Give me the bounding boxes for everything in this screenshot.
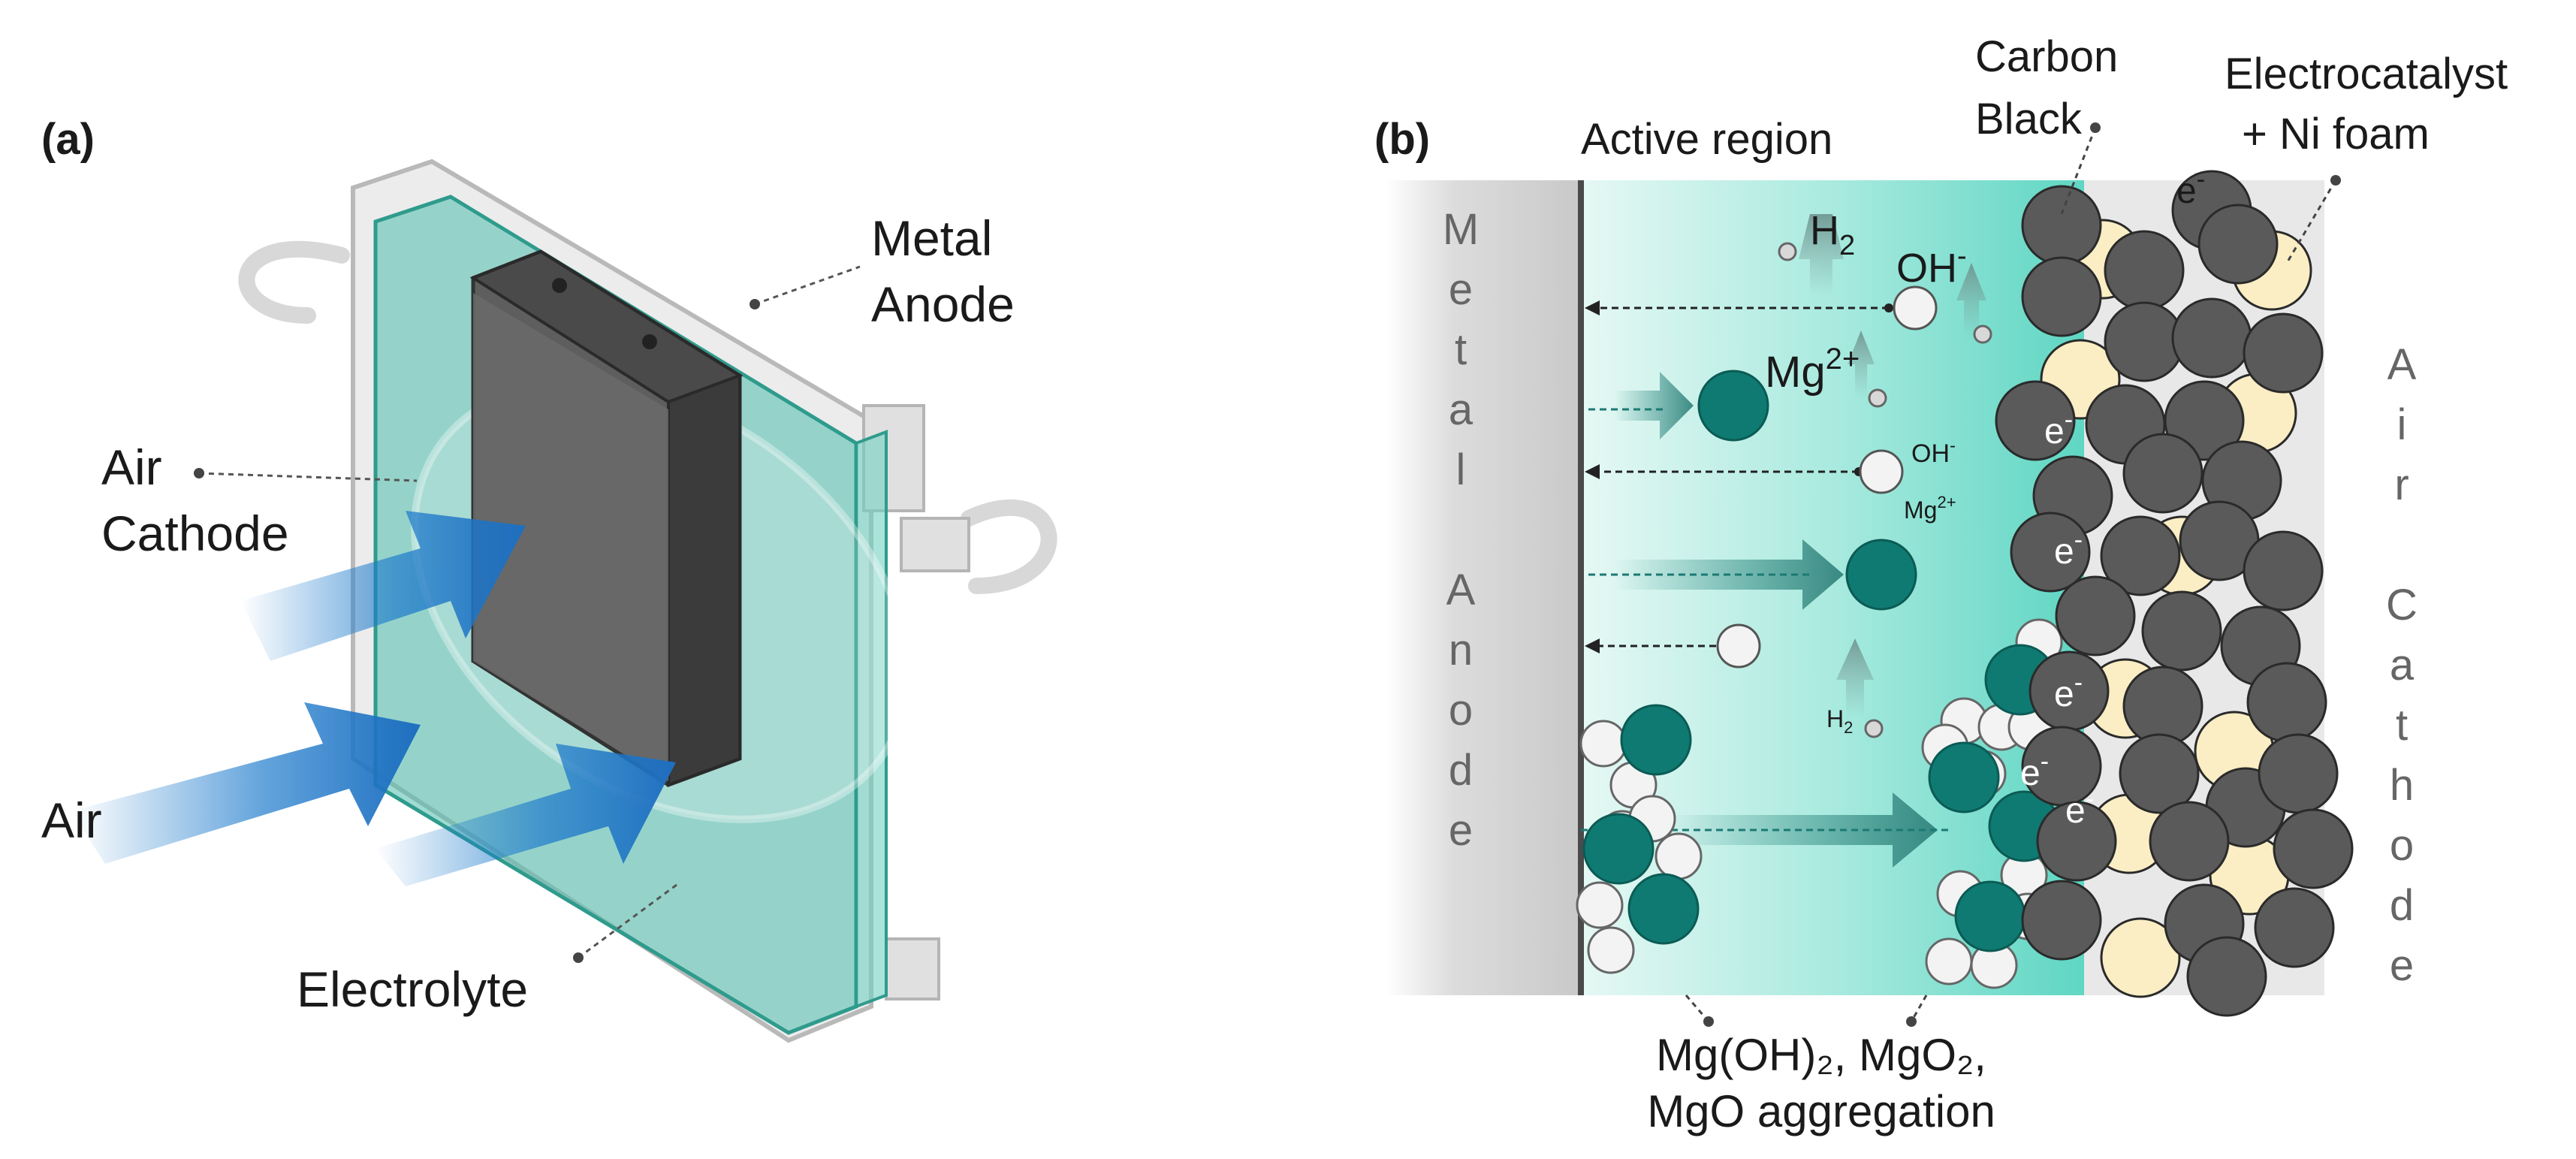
air-cathode-particles — [1995, 170, 2354, 1017]
oh-label-top: OH- — [1896, 240, 1967, 291]
electron-label: e- — [2044, 406, 2073, 451]
oh-ion — [1716, 623, 1761, 669]
carbon-black-label-1: Carbon — [1975, 32, 2118, 81]
mg-label-top: Mg2+ — [1765, 343, 1860, 397]
electrocatalyst-label-2: + Ni foam — [2242, 110, 2430, 158]
h2-bubble — [1778, 242, 1797, 261]
h2-bubble — [1973, 324, 1992, 344]
electron-label: e- — [2054, 526, 2083, 572]
air-cathode-letter: e — [2390, 941, 2414, 990]
oh-label-small: OH- — [1911, 436, 1956, 468]
air-cathode-letter: A — [2387, 340, 2417, 389]
air-cathode-letter: o — [2390, 821, 2414, 870]
active-region-label: Active region — [1581, 115, 1832, 164]
air-cathode-letter: r — [2394, 460, 2409, 509]
air-cathode-letter: i — [2397, 400, 2407, 449]
air-cathode-letter: t — [2396, 701, 2408, 750]
metal-anode-letter: a — [1449, 385, 1474, 434]
metal-anode-letter: l — [1456, 445, 1466, 494]
h2-bubble — [1864, 719, 1884, 738]
electrocatalyst-label-1: Electrocatalyst — [2225, 50, 2508, 98]
electron-label: e- — [2020, 747, 2049, 793]
anode-aggregate — [1576, 704, 1703, 974]
air-cathode-letter: a — [2390, 641, 2415, 690]
panel-a-tag: (a) — [41, 115, 95, 164]
oh-ion — [1893, 285, 1938, 330]
mg-ion — [1697, 370, 1769, 442]
battery-cell-illustration — [71, 158, 1057, 1043]
metal-anode-label-1: Metal — [871, 210, 992, 266]
oh-ion — [1859, 449, 1904, 494]
h2-bubble — [1868, 388, 1887, 408]
h2-label-low: H2 — [1826, 705, 1853, 737]
electron-label: e- — [2065, 785, 2094, 831]
metal-anode-region — [1386, 180, 1581, 995]
air-cathode-label-1: Air — [101, 439, 162, 495]
electron-labels: e- e- e- e- e- e- — [2020, 165, 2205, 831]
metal-anode-label-2: Anode — [871, 276, 1015, 332]
metal-anode-letter: o — [1449, 686, 1473, 735]
electron-label: e- — [2176, 165, 2205, 211]
electron-label: e- — [2054, 669, 2083, 714]
aggregation-label-2: MgO aggregation — [1647, 1086, 1995, 1136]
h2-label-top: H2 — [1810, 208, 1855, 261]
electrolyte-label: Electrolyte — [297, 961, 528, 1017]
panel-b-tag: (b) — [1374, 115, 1430, 164]
air-cathode-vertical-label: A i r C a t h o d e — [2386, 340, 2418, 990]
metal-anode-letter: n — [1449, 626, 1473, 675]
air-cathode-label-2: Cathode — [101, 506, 289, 561]
metal-anode-letter: M — [1443, 205, 1479, 254]
air-arrow-2 — [71, 702, 421, 864]
metal-anode-letter: A — [1446, 566, 1476, 614]
air-cathode-letter: d — [2390, 881, 2414, 930]
air-cathode-letter: C — [2386, 581, 2418, 629]
mg-ion — [1845, 539, 1917, 611]
metal-anode-vertical-label: M e t a l A n o d e — [1443, 205, 1479, 855]
metal-anode-letter: d — [1449, 746, 1473, 795]
metal-anode-letter: e — [1449, 265, 1473, 314]
metal-anode-letter: t — [1455, 325, 1467, 374]
carbon-black-label-2: Black — [1975, 95, 2083, 143]
air-arrow-1 — [240, 511, 526, 661]
air-label: Air — [41, 792, 102, 848]
aggregation-label-1: Mg(OH)₂, MgO₂, — [1656, 1030, 1986, 1080]
air-arrow-3 — [376, 744, 676, 886]
metal-anode-letter: e — [1449, 806, 1473, 855]
air-cathode-letter: h — [2390, 761, 2414, 810]
mg-label-small: Mg2+ — [1904, 493, 1956, 524]
